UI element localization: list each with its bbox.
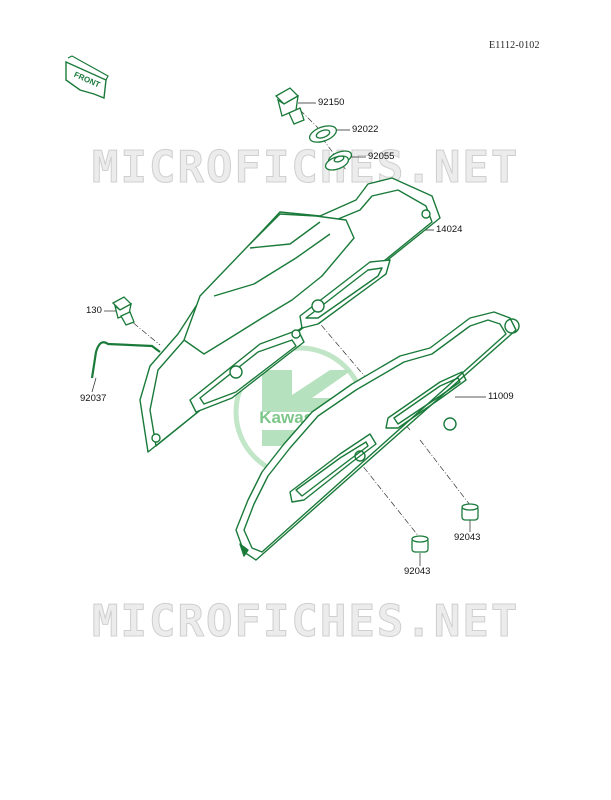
watermark-top: MICROFICHES.NET xyxy=(91,142,520,194)
label-14024[interactable]: 14024 xyxy=(436,224,463,235)
bolt-92150 xyxy=(274,87,305,125)
clamp-92037 xyxy=(90,341,161,379)
label-92037[interactable]: 92037 xyxy=(80,393,107,404)
washer-92022 xyxy=(308,125,338,143)
dowel-92043-right xyxy=(461,503,479,521)
grommet-92055 xyxy=(324,150,353,171)
label-11009[interactable]: 11009 xyxy=(488,391,514,402)
bolt-130 xyxy=(111,296,135,326)
label-92055[interactable]: 92055 xyxy=(368,151,395,162)
label-92043-left[interactable]: 92043 xyxy=(404,566,431,577)
label-130[interactable]: 130 xyxy=(86,305,102,316)
head-cover-14024 xyxy=(139,177,441,453)
watermark-bottom: MICROFICHES.NET xyxy=(91,596,520,648)
dowel-92043-left xyxy=(411,535,429,553)
label-92043-right[interactable]: 92043 xyxy=(454,532,481,543)
label-92022[interactable]: 92022 xyxy=(352,124,379,135)
diagram-code: E1112-0102 xyxy=(489,40,540,51)
front-arrow-badge: FRONT xyxy=(65,55,109,99)
label-92150[interactable]: 92150 xyxy=(318,97,345,108)
gasket-11009 xyxy=(235,311,520,561)
